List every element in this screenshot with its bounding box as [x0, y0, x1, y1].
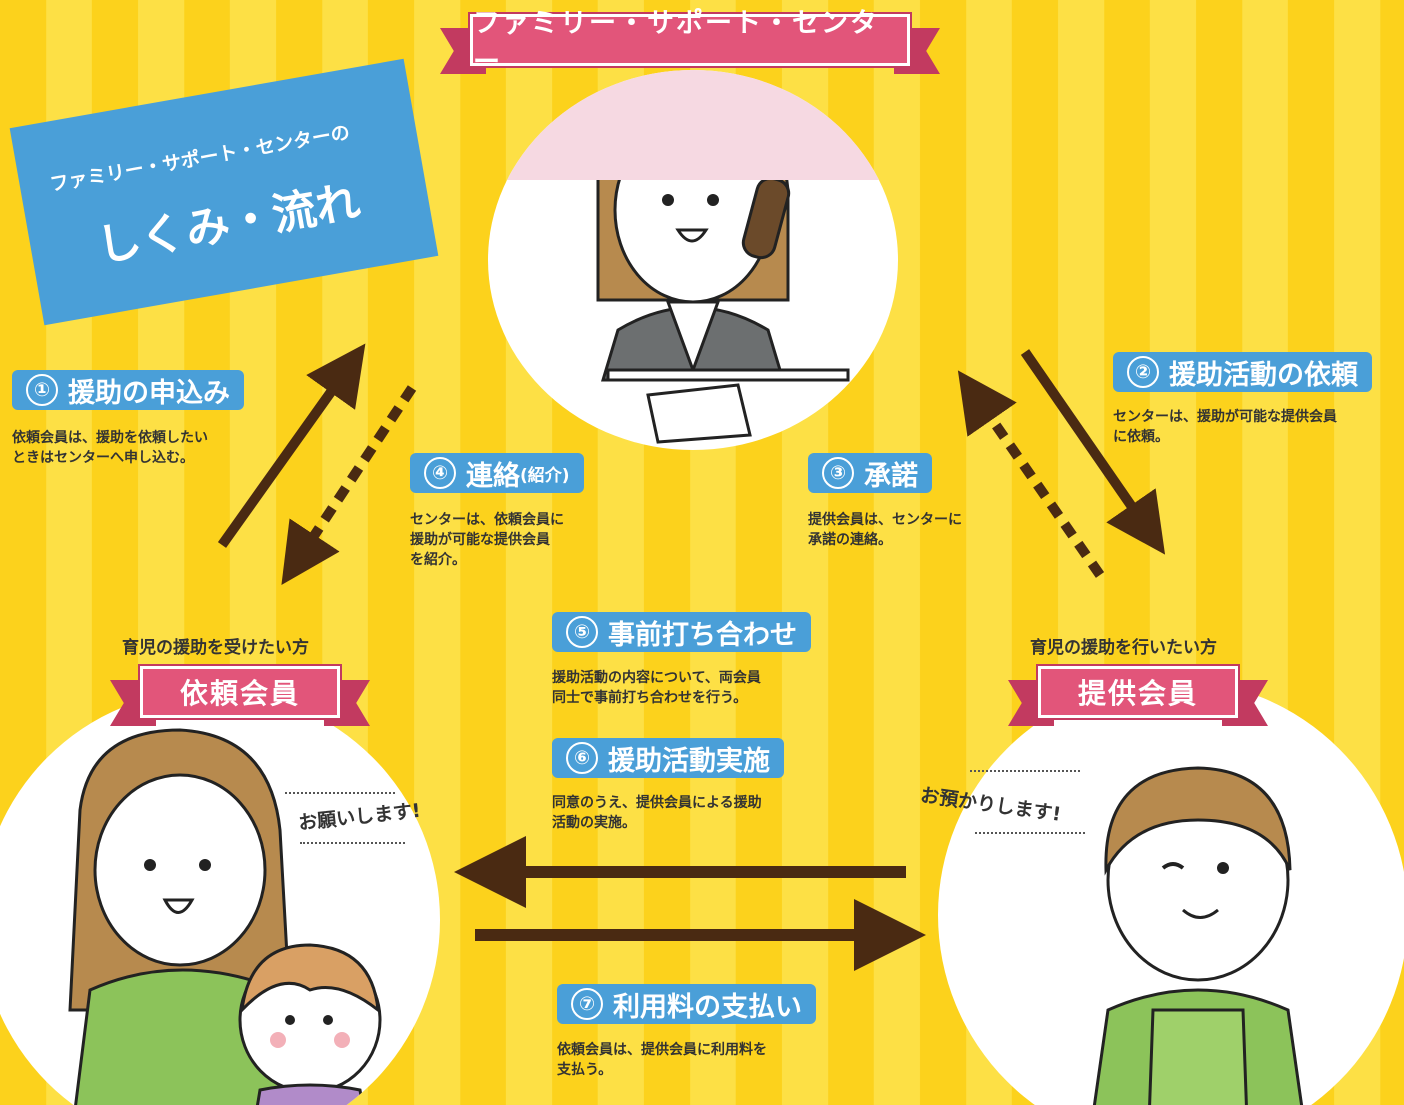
- step4-desc: センターは、依頼会員に援助が可能な提供会員を紹介。: [410, 512, 564, 568]
- step4-label: ④ 連絡 (紹介): [410, 453, 584, 493]
- provider-ribbon: 提供会員: [1008, 666, 1268, 726]
- step7-label: ⑦ 利用料の支払い: [557, 984, 816, 1024]
- step3-desc: 提供会員は、センターに承諾の連絡。: [808, 512, 962, 548]
- speech-dots-left-top: [285, 792, 395, 794]
- requester-ribbon-label: 依頼会員: [140, 666, 340, 718]
- arrow-step2: [1020, 349, 1166, 555]
- step5-desc: 援助活動の内容について、両会員同士で事前打ち合わせを行う。: [552, 670, 761, 706]
- arrow-step3: [957, 370, 1105, 578]
- step1-desc: 依頼会員は、援助を依頼したいときはセンターへ申し込む。: [12, 430, 208, 466]
- mother-and-child-illustration: [68, 728, 382, 1105]
- provider-ribbon-label: 提供会員: [1038, 666, 1238, 718]
- step3-label: ③ 承諾: [808, 453, 932, 493]
- step1-label: ① 援助の申込み: [12, 370, 244, 410]
- step5-label: ⑤ 事前打ち合わせ: [552, 612, 811, 652]
- step2-desc: センターは、援助が可能な提供会員に依頼。: [1113, 409, 1337, 445]
- speech-dots-left-bottom: [300, 842, 405, 844]
- center-ribbon: ファミリー・サポート・センター: [440, 8, 940, 78]
- center-ribbon-label: ファミリー・サポート・センター: [470, 8, 910, 78]
- arrow-step4: [281, 385, 417, 586]
- speech-dots-right-top: [970, 770, 1080, 772]
- provider-circle: [938, 680, 1404, 1105]
- requester-audience: 育児の援助を受けたい方: [122, 638, 309, 658]
- step2-label: ② 援助活動の依頼: [1113, 352, 1372, 392]
- requester-ribbon: 依頼会員: [110, 666, 370, 726]
- arrow-step1: [217, 343, 366, 548]
- provider-audience: 育児の援助を行いたい方: [1030, 638, 1217, 658]
- step6-desc: 同意のうえ、提供会員による援助活動の実施。: [552, 795, 762, 831]
- step6-label: ⑥ 援助活動実施: [552, 738, 784, 778]
- center-staff-circle: [488, 70, 898, 450]
- requester-circle: [0, 690, 440, 1105]
- speech-dots-right-bottom: [975, 832, 1085, 834]
- step7-desc: 依頼会員は、提供会員に利用料を支払う。: [557, 1042, 767, 1078]
- provider-man-illustration: [1092, 766, 1304, 1105]
